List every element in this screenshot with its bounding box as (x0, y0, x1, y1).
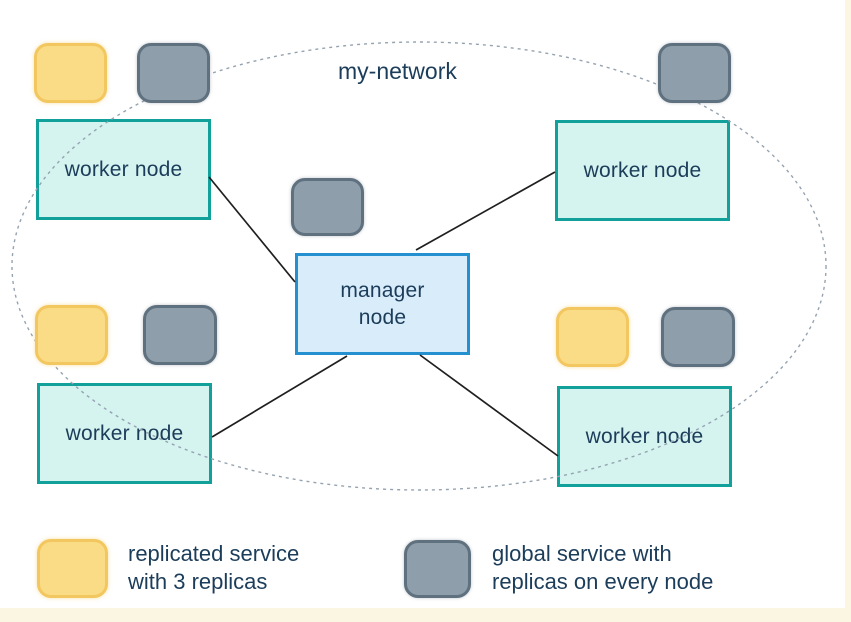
replicated-service-icon-bottom-right (556, 307, 629, 367)
worker-node-box-top-right: worker node (555, 120, 730, 221)
manager-node-label: manager node (340, 277, 424, 331)
manager-node-box: manager node (295, 253, 470, 355)
manager-node-label-line1: manager (340, 279, 425, 302)
worker-node-box-bottom-right: worker node (557, 386, 732, 487)
legend-global-line2: replicas on every node (492, 569, 714, 594)
network-label: my-network (338, 58, 457, 84)
global-service-icon-bottom-right (661, 307, 735, 367)
legend-replicated-text: replicated service with 3 replicas (128, 540, 299, 596)
manager-node-label-line2: node (358, 306, 407, 329)
worker-node-box-bottom-left: worker node (37, 383, 212, 484)
worker-node-label: worker node (64, 157, 183, 181)
legend-replicated-service-icon (37, 539, 108, 598)
legend-global-service-icon (404, 540, 471, 598)
legend-global-line1: global service with (492, 541, 672, 566)
worker-node-box-top-left: worker node (36, 119, 211, 220)
worker-node-label: worker node (583, 158, 702, 182)
global-service-icon-top-right (658, 43, 731, 103)
legend-global-text: global service with replicas on every no… (492, 540, 713, 596)
global-service-icon-bottom-left (143, 305, 217, 365)
replicated-service-icon-top-left (34, 43, 107, 103)
replicated-service-icon-bottom-left (35, 305, 108, 365)
global-service-icon-top-left (137, 43, 210, 103)
legend-replicated-line1: replicated service (128, 541, 300, 566)
worker-node-label: worker node (65, 421, 184, 445)
global-service-icon-center (291, 178, 364, 236)
worker-node-label: worker node (585, 424, 704, 448)
legend-replicated-line2: with 3 replicas (128, 569, 268, 594)
